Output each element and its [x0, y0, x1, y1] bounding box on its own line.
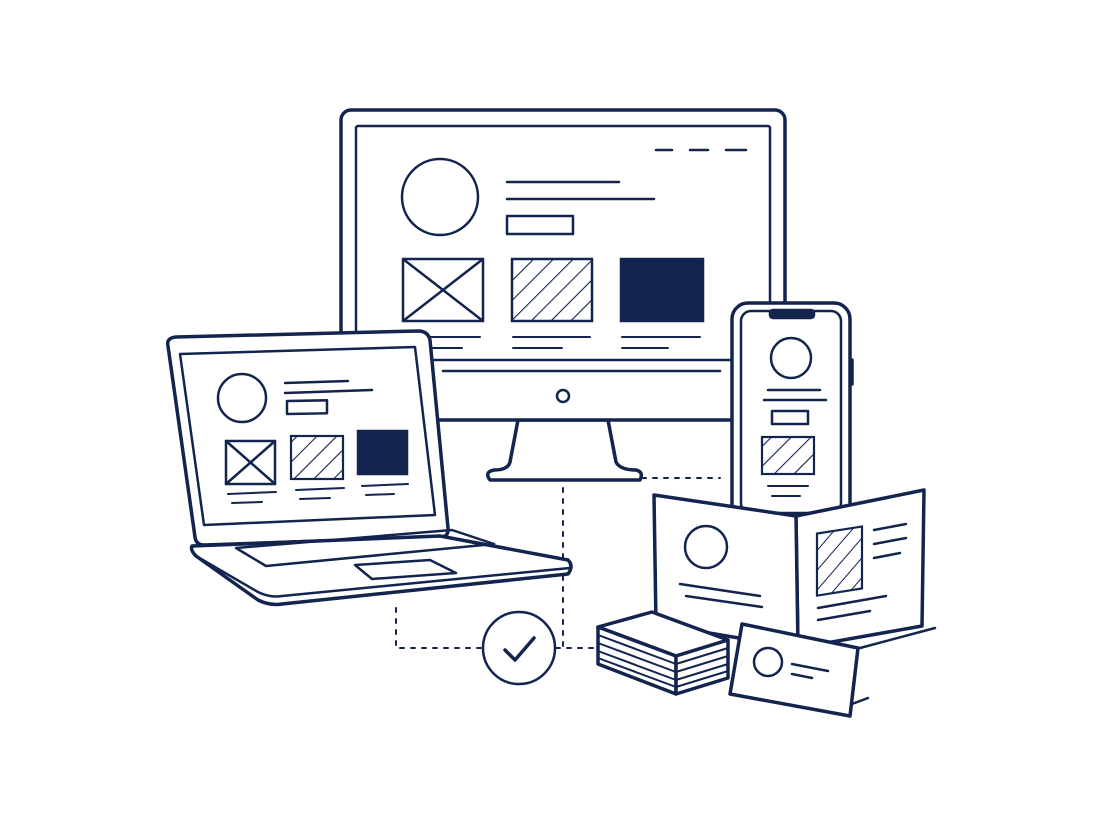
image-placeholder-cross	[401, 257, 485, 323]
power-button-icon	[555, 388, 571, 404]
card-stack	[596, 610, 730, 696]
laptop	[165, 329, 573, 607]
checkmark-icon	[503, 636, 536, 662]
laptop-trackpad	[353, 558, 458, 581]
image-placeholder-hatched	[510, 257, 594, 323]
smartphone	[730, 301, 854, 523]
desktop-monitor	[339, 108, 787, 482]
monitor-stand	[486, 418, 644, 482]
avatar-placeholder	[400, 157, 480, 237]
laptop-keyboard	[234, 528, 496, 568]
laptop-base	[189, 534, 573, 607]
phone-notch	[768, 308, 816, 320]
folded-brochure	[652, 488, 937, 650]
laptop-screen	[178, 345, 437, 527]
monitor-screen	[354, 124, 772, 362]
image-placeholder-solid	[619, 257, 705, 323]
checkmark-badge	[481, 610, 557, 686]
button-placeholder	[505, 214, 575, 236]
business-card	[728, 622, 870, 718]
